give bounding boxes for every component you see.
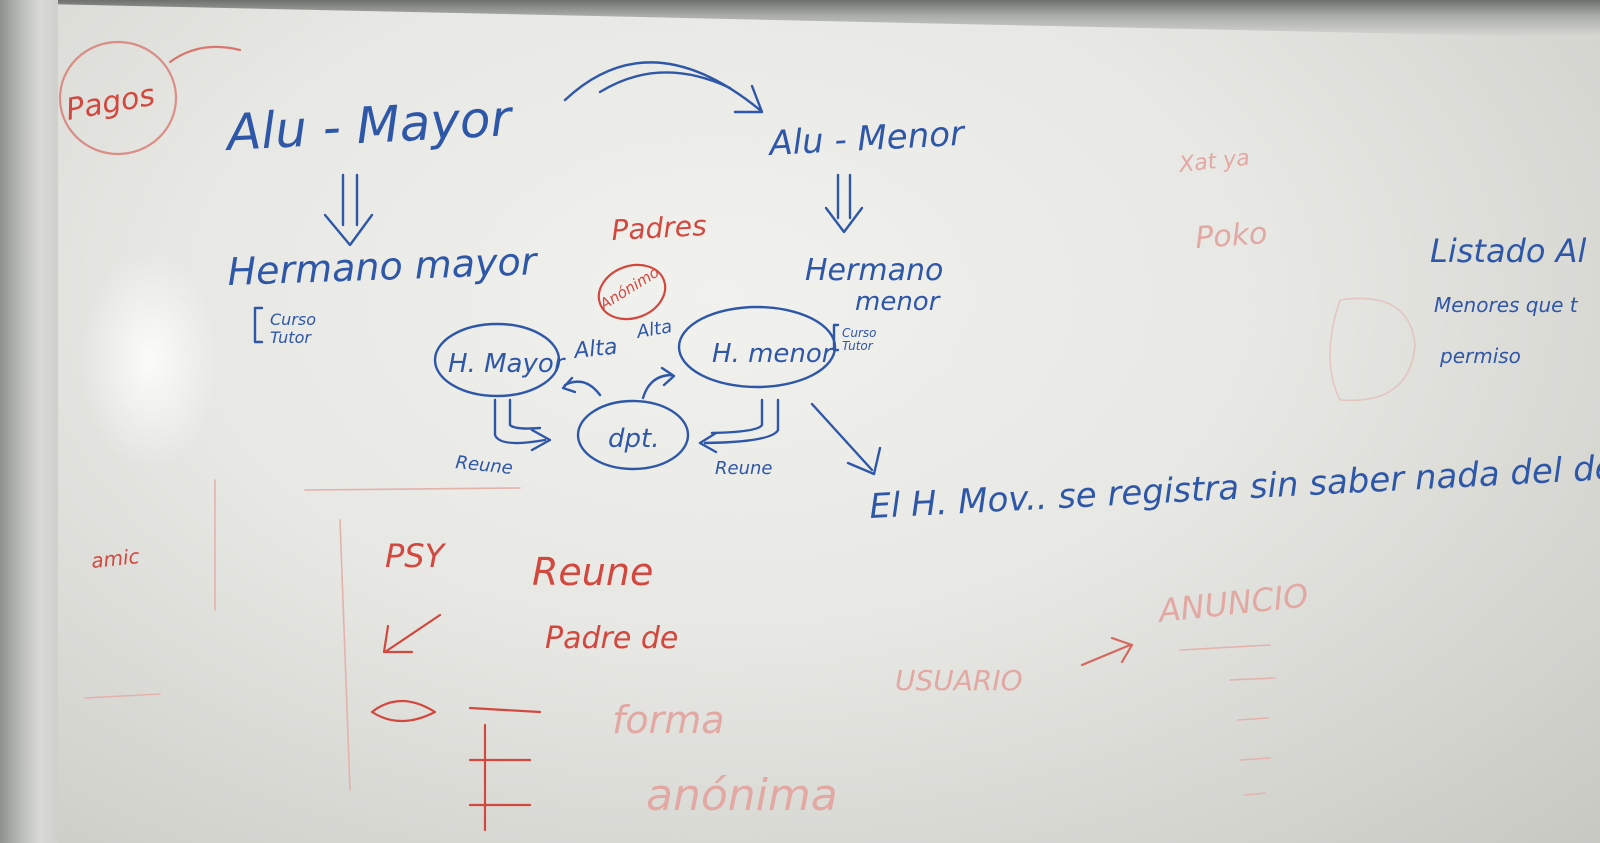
erased-smudge: [1329, 297, 1416, 402]
reune-arrow-left-inner: [508, 398, 542, 430]
hm-curso: Curso: [270, 310, 316, 329]
reune-red-label: Reune: [532, 550, 653, 594]
pagos-circle: [58, 40, 178, 156]
padres-label: Padres: [611, 209, 708, 247]
down-arrow-left-icon: [323, 173, 374, 247]
alta-arrow-left-icon: [561, 376, 602, 397]
menores-label: Menores que t: [1434, 293, 1579, 317]
hm-tutor: Tutor: [270, 328, 312, 347]
curve-arrow-mayor-menor-inner: [598, 71, 732, 94]
light-glare: [80, 250, 220, 470]
hermano-mayor-label: Hermano mayor: [227, 239, 540, 294]
hmen-tutor: Tutor: [842, 339, 874, 353]
h-menor-label: H. menor: [712, 339, 835, 369]
usuario-arrow-icon: [1080, 636, 1134, 667]
anuncio-list-lines: [1179, 644, 1276, 796]
down-arrow-right-icon: [824, 173, 864, 234]
curve-arrow-mayor-menor: [563, 61, 764, 114]
h-menor-node: [677, 305, 837, 389]
anonimo-label: Anónimo: [596, 263, 663, 314]
xat-ya-label: Xat ya: [1177, 146, 1251, 178]
brace-left: [253, 306, 264, 344]
reune-arrow-left-icon: [493, 398, 552, 452]
note-text: El H. Mov.. se registra sin saber nada d…: [868, 447, 1600, 527]
alu-mayor-label: Alu - Mayor: [223, 89, 516, 162]
psy-label: PSY: [385, 537, 447, 575]
hmen-curso: Curso: [842, 326, 877, 340]
diagonal-arrow-icon: [810, 402, 882, 476]
faint-line-3: [339, 519, 351, 791]
hermano-menor-label-1: Hermano: [805, 253, 943, 288]
pagos-label: Pagos: [63, 78, 157, 128]
permiso-label: permiso: [1439, 344, 1521, 368]
red-eye-scribble: [370, 700, 437, 722]
padre-de-label: Padre de: [545, 621, 678, 656]
faint-line-4: [84, 693, 161, 699]
red-back-arrow-icon: [382, 613, 442, 654]
pagos-arc: [168, 45, 242, 64]
alta-left-label: Alta: [571, 335, 619, 365]
alu-menor-label: Alu - Menor: [766, 114, 967, 164]
amic-label: amic: [90, 544, 141, 573]
listado-label: Listado Al: [1430, 232, 1587, 270]
anonimo-circle: [597, 263, 667, 321]
anonima-label: anónima: [646, 770, 838, 821]
dpt-node: [576, 399, 690, 471]
h-mayor-label: H. Mayor: [448, 349, 567, 379]
alta-right-label: Alta: [634, 316, 673, 343]
red-stack-scribble: [468, 706, 542, 832]
hermano-menor-label-2: menor: [855, 287, 942, 317]
reune-left-label: Reune: [454, 452, 513, 479]
h-mayor-node: [433, 322, 561, 398]
reune-arrow-right-icon: [698, 398, 780, 454]
anuncio-label: ANUNCIO: [1155, 576, 1310, 630]
forma-label: forma: [612, 698, 725, 742]
usuario-label: USUARIO: [895, 664, 1023, 697]
faint-line-2: [304, 487, 521, 491]
reune-arrow-right-inner: [710, 398, 764, 435]
dpt-label: dpt.: [608, 424, 659, 454]
board-frame-left: [0, 0, 58, 843]
alta-arrow-right-icon: [641, 366, 676, 400]
poko-label: Poko: [1194, 216, 1268, 256]
reune-right-label: Reune: [715, 458, 772, 479]
